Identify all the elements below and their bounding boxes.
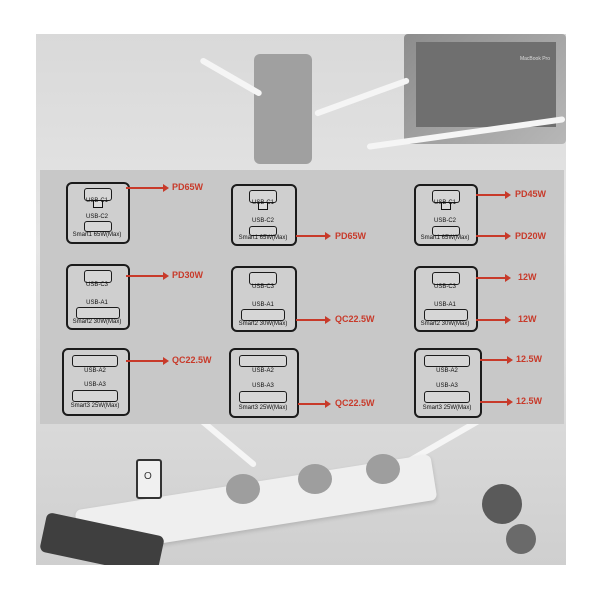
power-switch: O (136, 459, 162, 499)
plug (506, 524, 536, 554)
usb-a3-port (72, 390, 118, 402)
usb-a3-port (239, 391, 287, 403)
usb-c3-port (249, 272, 277, 285)
output-label: PD30W (172, 270, 204, 280)
output-label: 12.5W (516, 354, 543, 364)
laptop-icon (93, 200, 103, 208)
usb-c3-port (84, 270, 112, 283)
usb-c2-port (84, 221, 112, 232)
port-label: USB-C1 (433, 200, 457, 206)
charger-label: Smart3 25W(Max) (238, 405, 288, 411)
port-label: USB-A1 (86, 300, 108, 306)
usb-a2-port (72, 355, 118, 367)
port-label: USB-C1 (85, 198, 109, 204)
output-label: 12.5W (516, 396, 543, 406)
output-arrow (298, 400, 331, 408)
usb-a1-port (424, 309, 468, 321)
desktop-charger (254, 54, 312, 164)
charger-diagram: USB-C3 USB-A1 Smart2 30W(Max) (414, 266, 478, 332)
usb-c3-port (432, 272, 460, 285)
usb-a3-port (424, 391, 470, 403)
port-label: USB-A2 (252, 368, 274, 374)
charger-label: Smart2 30W(Max) (72, 319, 122, 325)
output-label: PD20W (515, 231, 547, 241)
usb-a1-port (241, 309, 285, 321)
usb-c2-port (432, 226, 460, 236)
output-label: QC22.5W (172, 355, 212, 365)
charger-diagram: USB-C1 USB-C2 Smart1 65W(Max) (66, 182, 130, 244)
usb-a1-port (76, 307, 120, 319)
outlet-socket (226, 474, 260, 504)
output-label: 12W (518, 314, 537, 324)
output-arrow (480, 398, 513, 406)
output-label: QC22.5W (335, 398, 375, 408)
charger-label: Smart1 65W(Max) (72, 232, 122, 238)
charger-diagram: USB-C1 USB-C2 Smart1 65W(Max) (414, 184, 478, 246)
charger-label: Smart1 65W(Max) (238, 235, 288, 241)
port-label: USB-A2 (436, 368, 458, 374)
outlet-socket (298, 464, 332, 494)
charger-label: Smart1 65W(Max) (420, 235, 470, 241)
port-label: USB-A1 (434, 302, 456, 308)
output-arrow (476, 191, 511, 199)
output-label: PD45W (515, 189, 547, 199)
switch-mark: O (144, 471, 152, 482)
usb-c2-port (249, 226, 277, 236)
port-label: USB-C2 (251, 218, 275, 224)
port-label: USB-A2 (84, 368, 106, 374)
charger-diagram: USB-A2 USB-A3 Smart3 25W(Max) (62, 348, 130, 416)
output-arrow (476, 316, 511, 324)
output-arrow (126, 272, 169, 280)
port-label: USB-A3 (84, 382, 106, 388)
cable (313, 77, 411, 117)
outlet-socket (366, 454, 400, 484)
laptop-screen: MacBook Pro (416, 42, 556, 127)
output-label: PD65W (335, 231, 367, 241)
port-label: USB-C3 (251, 284, 275, 290)
output-arrow (296, 232, 331, 240)
output-arrow (480, 356, 513, 364)
port-label: USB-C1 (251, 200, 275, 206)
output-label: QC22.5W (335, 314, 375, 324)
charger-diagram: USB-C3 USB-A1 Smart2 30W(Max) (231, 266, 297, 332)
plug (482, 484, 522, 524)
usb-a2-port (239, 355, 287, 367)
port-label: USB-C2 (433, 218, 457, 224)
output-arrow (476, 232, 511, 240)
charger-diagram: USB-C3 USB-A1 Smart2 30W(Max) (66, 264, 130, 330)
output-arrow (126, 184, 169, 192)
laptop-icon (258, 202, 268, 210)
port-label: USB-A3 (436, 383, 458, 389)
charger-label: Smart2 30W(Max) (238, 321, 288, 327)
charger-label: Smart3 25W(Max) (422, 405, 472, 411)
output-arrow (296, 316, 331, 324)
charging-diagram: USB-C1 USB-C2 Smart1 65W(Max) PD65W USB-… (40, 170, 564, 424)
charger-diagram: USB-C1 USB-C2 Smart1 65W(Max) (231, 184, 297, 246)
usb-a2-port (424, 355, 470, 367)
port-label: USB-C2 (85, 214, 109, 220)
charger-label: Smart3 25W(Max) (70, 403, 120, 409)
port-label: USB-A3 (252, 383, 274, 389)
port-label: USB-C3 (433, 284, 457, 290)
output-arrow (476, 274, 511, 282)
charger-diagram: USB-A2 USB-A3 Smart3 25W(Max) (229, 348, 299, 418)
output-label: PD65W (172, 182, 204, 192)
laptop-icon (441, 202, 451, 210)
port-label: USB-A1 (252, 302, 274, 308)
port-label: USB-C3 (85, 282, 109, 288)
charger-diagram: USB-A2 USB-A3 Smart3 25W(Max) (414, 348, 482, 418)
output-label: 12W (518, 272, 537, 282)
laptop-brand: MacBook Pro (519, 56, 550, 62)
charger-label: Smart2 30W(Max) (420, 321, 470, 327)
output-arrow (126, 357, 169, 365)
